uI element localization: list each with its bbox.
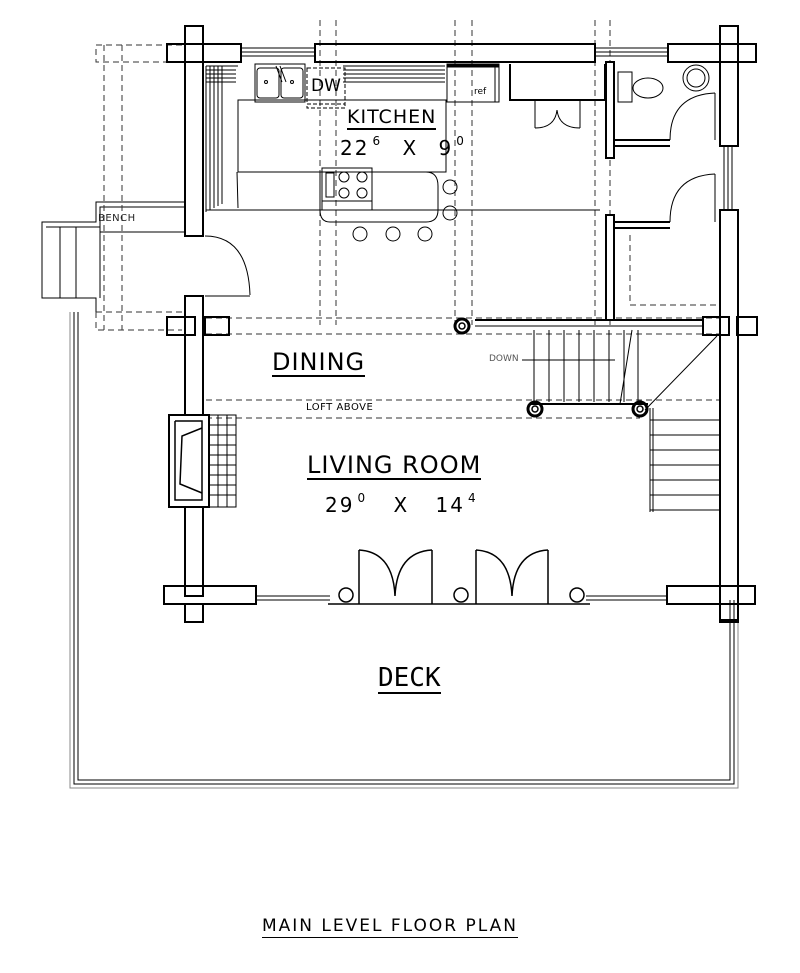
kitchen-dim-a: 22 xyxy=(340,136,370,160)
bench-porch xyxy=(41,201,184,312)
french-doors xyxy=(328,549,590,605)
bar-stools xyxy=(352,179,458,242)
kitchen-label: KITCHEN xyxy=(347,106,437,130)
stairs-down xyxy=(522,329,720,512)
stairs-down-label: DOWN xyxy=(489,354,519,364)
dining-label: DINING xyxy=(272,348,366,377)
cooktop-range xyxy=(321,167,373,211)
refrigerator xyxy=(446,63,500,103)
fireplace xyxy=(168,414,210,508)
deck-label: DECK xyxy=(378,663,441,694)
dishwasher-label: DW xyxy=(311,76,341,96)
plan-title: MAIN LEVEL FLOOR PLAN xyxy=(262,916,518,938)
exterior-walls xyxy=(163,25,758,623)
lavatory-sink xyxy=(682,64,710,92)
log-posts xyxy=(453,317,649,418)
loft-above-label: LOFT ABOVE xyxy=(306,402,374,413)
door-swings xyxy=(204,92,716,297)
hearth-tiles xyxy=(208,414,237,508)
living-room-label: LIVING ROOM xyxy=(307,451,482,480)
kitchen-dim-b: 9 xyxy=(438,136,454,160)
living-dim-b: 14 xyxy=(435,493,465,517)
double-sink xyxy=(254,63,306,103)
refrigerator-label: ref xyxy=(474,87,487,97)
living-dim-a: 29 xyxy=(325,493,355,517)
dashed-overhang xyxy=(95,20,720,419)
pantry xyxy=(509,64,606,129)
bench-label: BENCH xyxy=(98,213,136,224)
deck-railing xyxy=(69,312,739,789)
interior-walls xyxy=(475,61,703,327)
toilet xyxy=(617,71,664,103)
